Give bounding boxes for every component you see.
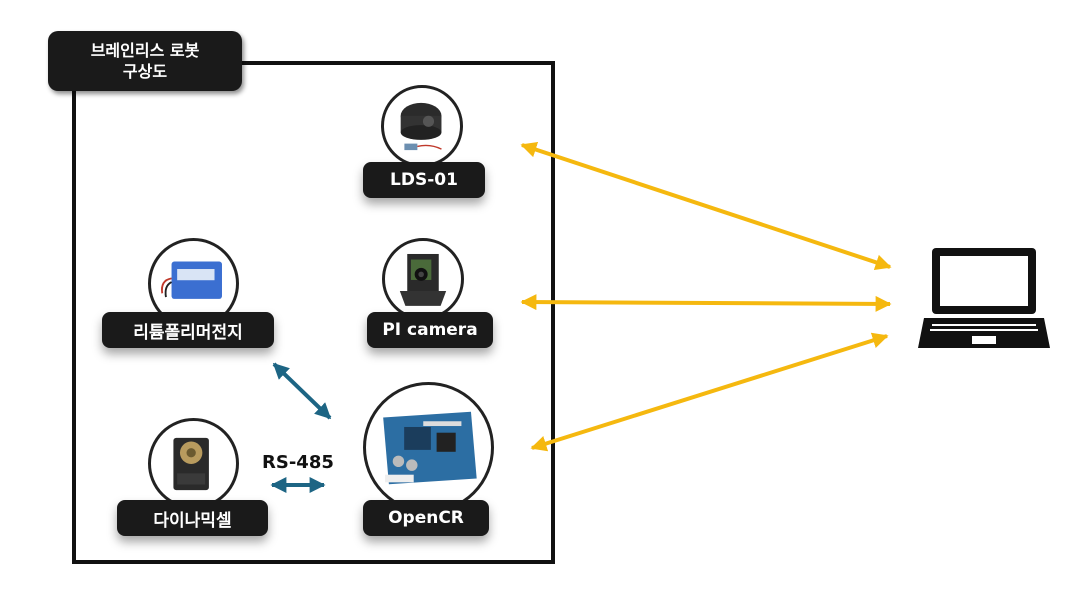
- battery-label: 리튬폴리머전지: [102, 312, 274, 348]
- opencr-laptop-arrow: [530, 332, 889, 452]
- lidar-laptop-arrow: [520, 141, 892, 271]
- camera-laptop-arrow: [520, 294, 892, 312]
- battery-opencr-arrow: [272, 362, 332, 420]
- camera-label: PI camera: [367, 312, 493, 348]
- rs485-label: RS-485: [262, 452, 334, 473]
- dynamixel-image: [148, 418, 239, 509]
- title-line-2: 구상도: [122, 62, 168, 81]
- title-line-1: 브레인리스 로봇: [90, 41, 200, 60]
- opencr-label: OpenCR: [363, 500, 489, 536]
- camera-image: [382, 238, 464, 320]
- diagram-title: 브레인리스 로봇 구상도: [48, 31, 242, 91]
- lidar-image: [381, 85, 463, 167]
- robot-boundary-box: [72, 61, 555, 564]
- lidar-label: LDS-01: [363, 162, 485, 198]
- laptop-icon: [918, 248, 1050, 348]
- dynamixel-label: 다이나믹셀: [117, 500, 268, 536]
